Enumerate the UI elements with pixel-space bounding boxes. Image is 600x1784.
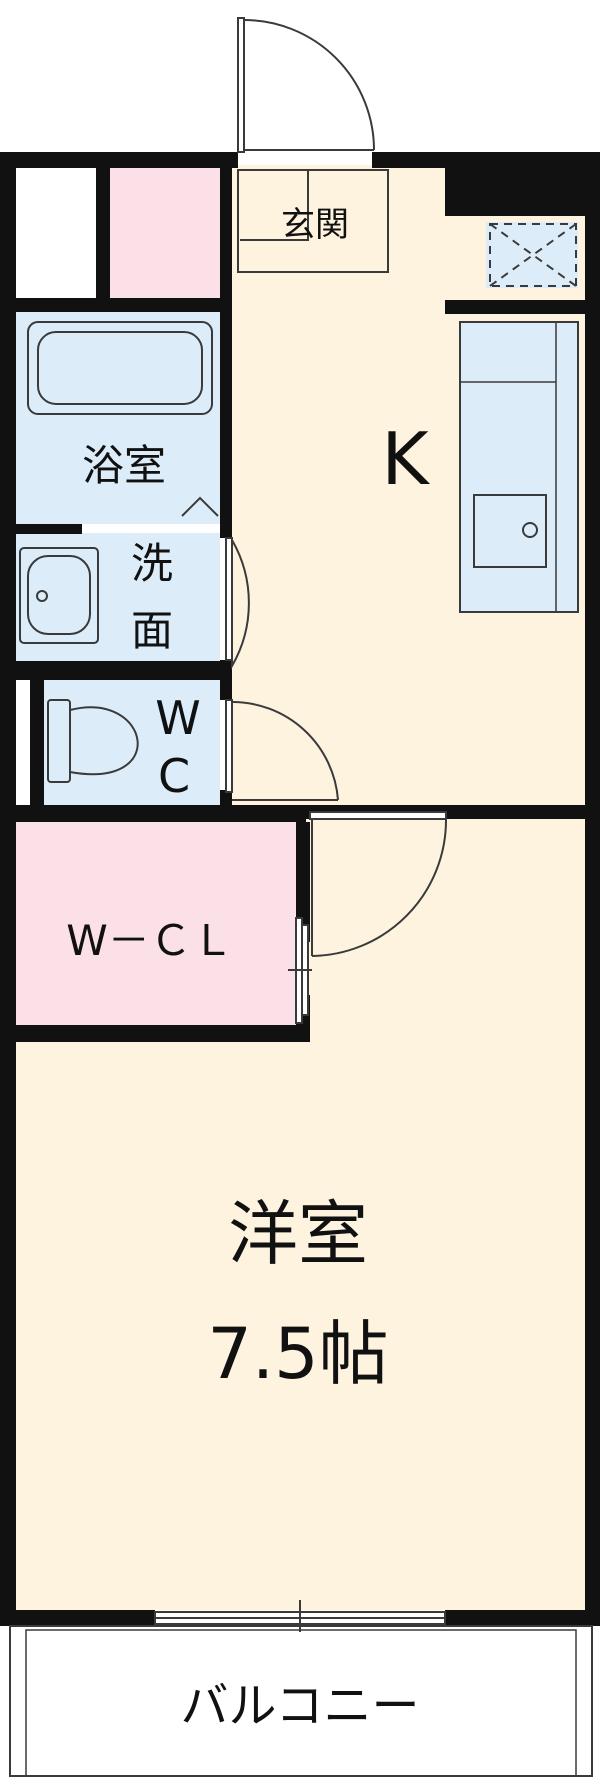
wall-left — [0, 152, 16, 1614]
wall-bath-washroom — [16, 524, 82, 534]
western-room-label: 洋室 — [228, 1193, 368, 1275]
bath-label: 浴室 — [82, 441, 166, 490]
kitchen-label: K — [381, 417, 430, 501]
wc-door — [225, 699, 339, 801]
wall-shoe-left — [96, 168, 110, 300]
closet-sliding-door — [288, 917, 312, 1024]
wall-right — [585, 152, 600, 1614]
wall-top-right-block — [445, 152, 600, 216]
wc-label-2: C — [158, 749, 190, 803]
entrance-door — [237, 17, 389, 273]
floor-fills — [14, 165, 585, 1610]
wall-washroom-wc — [16, 661, 220, 680]
wall-top-left — [0, 152, 238, 168]
washroom-floor — [16, 533, 220, 661]
shoe-closet — [110, 168, 220, 298]
vent-icon — [489, 223, 577, 287]
closet-label: W－ＣＬ — [66, 916, 234, 965]
wall-wc-left — [30, 680, 44, 810]
room-door — [309, 811, 447, 957]
wall-shoe-bottom — [16, 298, 220, 312]
wall-kitchen-room-mid — [232, 805, 312, 819]
washbasin-icon — [19, 547, 99, 644]
wall-bottom-left — [0, 1610, 155, 1626]
bath-floor — [16, 312, 220, 524]
wall-wet-partition-low — [220, 660, 232, 700]
balcony-window — [154, 1600, 446, 1632]
kitchen-counter — [459, 321, 579, 613]
bathtub-icon — [27, 321, 219, 517]
walls — [0, 152, 600, 1626]
balcony — [9, 1625, 593, 1777]
toilet-icon — [47, 699, 139, 783]
washroom-label-2: 面 — [131, 606, 173, 655]
entrance-floor — [232, 168, 390, 273]
western-room-size-label: 7.5帖 — [207, 1313, 388, 1395]
wall-closet-right — [296, 822, 310, 942]
wall-fridge-line — [445, 300, 585, 314]
sink-icon — [473, 494, 547, 568]
balcony-label: バルコニー — [180, 1678, 419, 1734]
walk-in-closet-floor — [16, 822, 296, 1025]
wc-floor — [44, 680, 220, 805]
entrance-label: 玄関 — [281, 205, 349, 245]
washroom-label-1: 洗 — [131, 539, 173, 588]
wc-label-1: W — [155, 691, 200, 745]
washroom-door — [225, 537, 250, 670]
wall-closet-bottom — [16, 1025, 310, 1042]
western-room-floor — [14, 1030, 585, 1610]
wall-wet-partition — [220, 168, 232, 538]
wall-bottom-right — [445, 1610, 600, 1626]
